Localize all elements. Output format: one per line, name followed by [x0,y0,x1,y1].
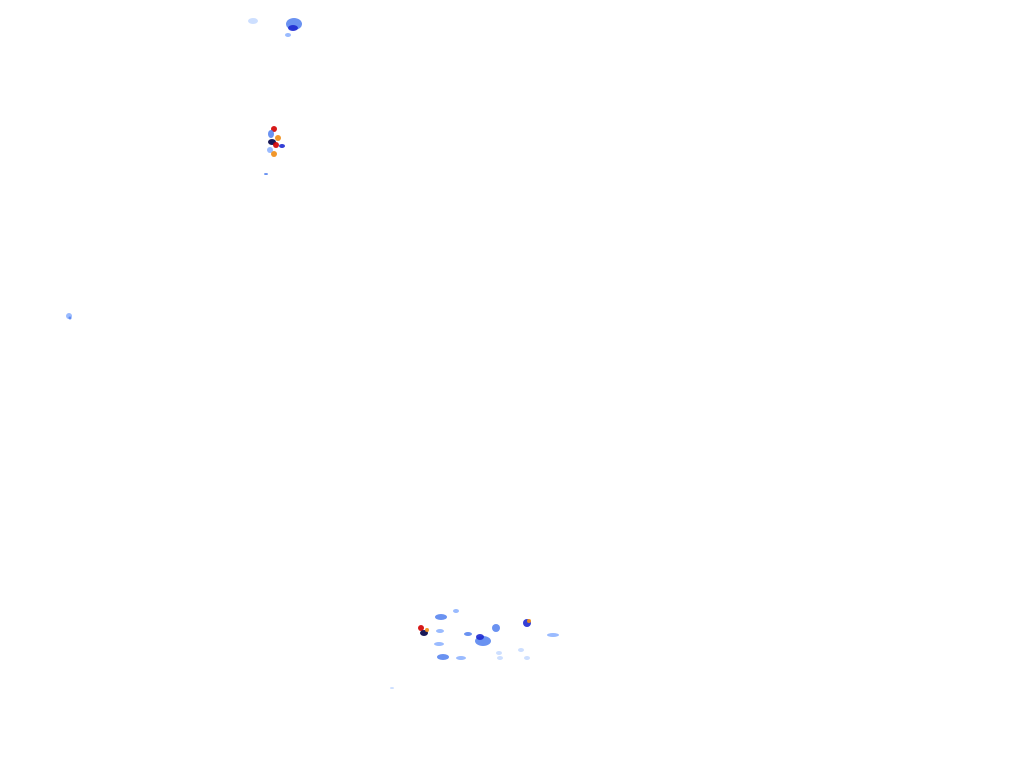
radar-map [0,0,1024,768]
map-background [0,0,1024,768]
